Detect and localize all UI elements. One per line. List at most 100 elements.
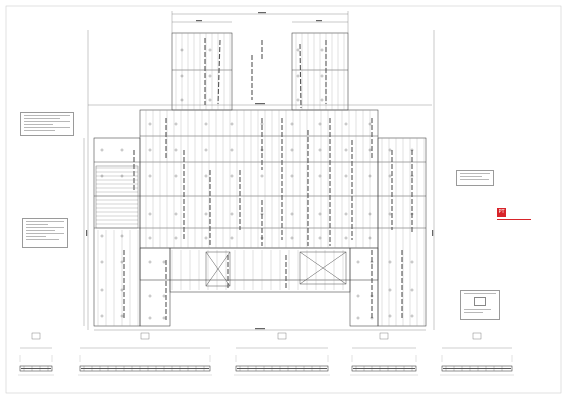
- note-mid-left: [22, 218, 68, 248]
- column-marker: [318, 148, 322, 152]
- sheet-border: [5, 5, 562, 394]
- column-marker: [356, 260, 360, 264]
- column-marker: [208, 48, 212, 52]
- column-marker: [370, 260, 374, 264]
- column-marker: [230, 174, 234, 178]
- section-3: [234, 332, 330, 376]
- lower-center: [169, 247, 351, 293]
- column-marker: [318, 236, 322, 240]
- column-marker: [344, 122, 348, 126]
- column-marker: [100, 314, 104, 318]
- column-marker: [174, 174, 178, 178]
- column-marker: [368, 236, 372, 240]
- stair-hatch: [95, 165, 139, 229]
- logo-badge: PT: [497, 208, 506, 217]
- column-marker: [410, 212, 414, 216]
- section-4: [350, 332, 418, 376]
- column-marker: [356, 294, 360, 298]
- section-tag: [31, 332, 41, 340]
- column-marker: [410, 174, 414, 178]
- column-marker: [260, 122, 264, 126]
- section-details: [18, 332, 514, 376]
- section-tag: [277, 332, 287, 340]
- joist-runs: [97, 33, 425, 326]
- lower-left: [139, 247, 171, 327]
- column-marker: [180, 48, 184, 52]
- column-marker: [260, 148, 264, 152]
- section-tag: [472, 332, 482, 340]
- column-marker: [410, 260, 414, 264]
- rib-stroke: [299, 43, 302, 109]
- column-marker: [120, 234, 124, 238]
- column-marker: [148, 212, 152, 216]
- column-marker: [204, 148, 208, 152]
- column-marker: [368, 122, 372, 126]
- column-marker: [320, 48, 324, 52]
- void-openings: [205, 251, 347, 287]
- section-slab: [441, 365, 513, 372]
- column-marker: [204, 174, 208, 178]
- column-marker: [388, 148, 392, 152]
- column-marker: [260, 236, 264, 240]
- column-marker: [208, 98, 212, 102]
- block-left: [93, 137, 141, 327]
- column-marker: [100, 148, 104, 152]
- wing-left: [171, 32, 233, 111]
- column-marker: [344, 212, 348, 216]
- column-marker: [120, 288, 124, 292]
- column-marker: [230, 148, 234, 152]
- column-marker: [368, 212, 372, 216]
- void-left: [205, 251, 231, 287]
- column-marker: [368, 174, 372, 178]
- section-tag: [379, 332, 389, 340]
- column-markers: [100, 48, 414, 320]
- column-marker: [388, 174, 392, 178]
- column-marker: [208, 74, 212, 78]
- column-marker: [100, 234, 104, 238]
- column-marker: [204, 122, 208, 126]
- column-marker: [148, 260, 152, 264]
- note-legend: [460, 290, 500, 320]
- column-marker: [174, 212, 178, 216]
- column-marker: [162, 260, 166, 264]
- column-marker: [290, 122, 294, 126]
- column-marker: [388, 212, 392, 216]
- column-marker: [174, 122, 178, 126]
- column-marker: [148, 236, 152, 240]
- section-slab: [235, 365, 329, 372]
- section-5: [440, 332, 514, 376]
- stair-outline: [95, 165, 139, 229]
- column-marker: [368, 148, 372, 152]
- column-marker: [230, 212, 234, 216]
- column-marker: [296, 48, 300, 52]
- column-marker: [290, 148, 294, 152]
- column-marker: [318, 212, 322, 216]
- note-right: [456, 170, 494, 186]
- column-marker: [410, 148, 414, 152]
- block-right: [377, 137, 427, 327]
- slab-ribs: [94, 69, 426, 249]
- column-marker: [370, 294, 374, 298]
- column-marker: [148, 148, 152, 152]
- column-marker: [296, 74, 300, 78]
- column-marker: [174, 148, 178, 152]
- column-marker: [230, 236, 234, 240]
- logo-rule: [497, 219, 531, 220]
- column-marker: [388, 260, 392, 264]
- section-slab: [79, 365, 211, 372]
- company-logo: PT: [497, 208, 531, 230]
- column-marker: [204, 212, 208, 216]
- section-slab: [19, 365, 53, 372]
- column-marker: [410, 288, 414, 292]
- note-top-left: [20, 112, 74, 136]
- column-marker: [180, 98, 184, 102]
- section-1: [18, 332, 54, 376]
- column-marker: [148, 316, 152, 320]
- column-marker: [344, 148, 348, 152]
- column-marker: [370, 316, 374, 320]
- column-marker: [148, 122, 152, 126]
- column-marker: [120, 314, 124, 318]
- dimension-lines: [83, 11, 435, 331]
- column-marker: [296, 98, 300, 102]
- rib-stroke: [217, 39, 221, 105]
